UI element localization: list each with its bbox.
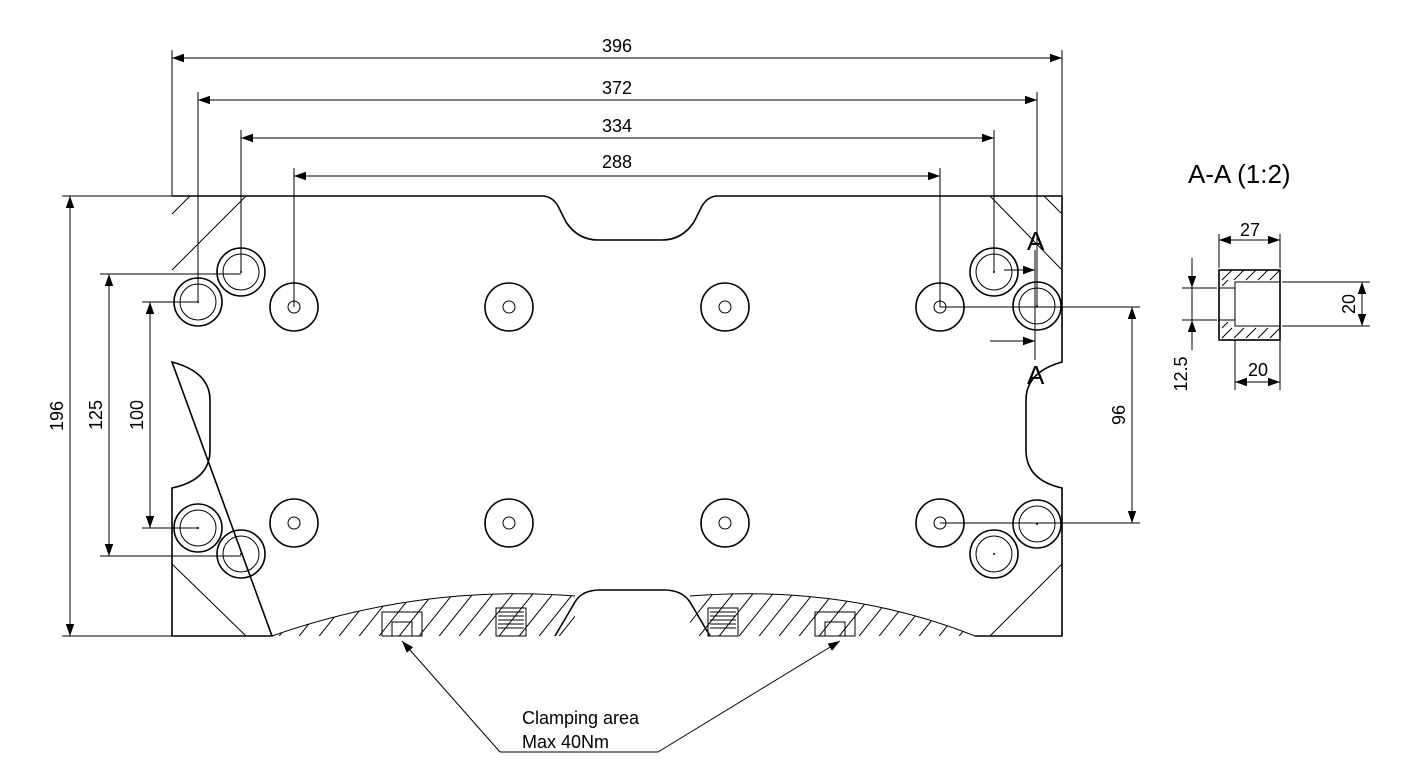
pin-hole [700, 282, 750, 332]
counterbore-hole [969, 529, 1019, 579]
clamp-section [271, 589, 976, 637]
section-dim-20-vertical: 20 [1339, 294, 1359, 314]
dim-label-396: 396 [602, 36, 632, 56]
pin-hole [484, 282, 534, 332]
section-marker-top: A [1027, 226, 1045, 256]
dim-pin-span: 288 [293, 152, 941, 307]
pin-hole [484, 498, 534, 548]
dim-hole-span-inner: 334 [240, 116, 995, 272]
clamping-torque-label: Max 40Nm [522, 732, 609, 752]
section-dim-20-horizontal: 20 [1248, 360, 1268, 380]
dim-left-vertical-inner: 100 [127, 301, 198, 529]
dim-label-125: 125 [86, 400, 106, 430]
counterbore-hole [216, 529, 266, 579]
section-cut-markers: A A [990, 226, 1045, 390]
mounting-holes [173, 247, 1062, 579]
dim-label-334: 334 [602, 116, 632, 136]
plate-outline [170, 195, 1063, 637]
section-dim-12-5: 12.5 [1171, 356, 1191, 391]
counterbore-hole [1012, 499, 1062, 549]
section-title: A-A (1:2) [1188, 159, 1291, 189]
pin-hole [700, 498, 750, 548]
dim-hole-span-outer: 372 [197, 78, 1038, 306]
section-marker-bottom: A [1027, 360, 1045, 390]
dim-overall-height: 196 [47, 195, 172, 637]
dim-right-vertical: 96 [940, 306, 1140, 524]
dim-label-372: 372 [602, 78, 632, 98]
dim-overall-width: 396 [171, 36, 1063, 196]
clamping-area-label: Clamping area [522, 708, 640, 728]
clamping-annotation: Clamping area Max 40Nm [401, 640, 841, 753]
section-view: A-A (1:2) 27 20 [1171, 159, 1370, 392]
dim-label-100: 100 [127, 400, 147, 430]
pin-hole [269, 498, 319, 548]
section-hatching [1221, 269, 1281, 339]
dim-label-96: 96 [1109, 405, 1129, 425]
dim-label-196: 196 [47, 401, 67, 431]
dim-label-288: 288 [602, 152, 632, 172]
section-dim-27: 27 [1240, 220, 1260, 240]
dim-left-vertical-outer: 125 [86, 273, 241, 557]
